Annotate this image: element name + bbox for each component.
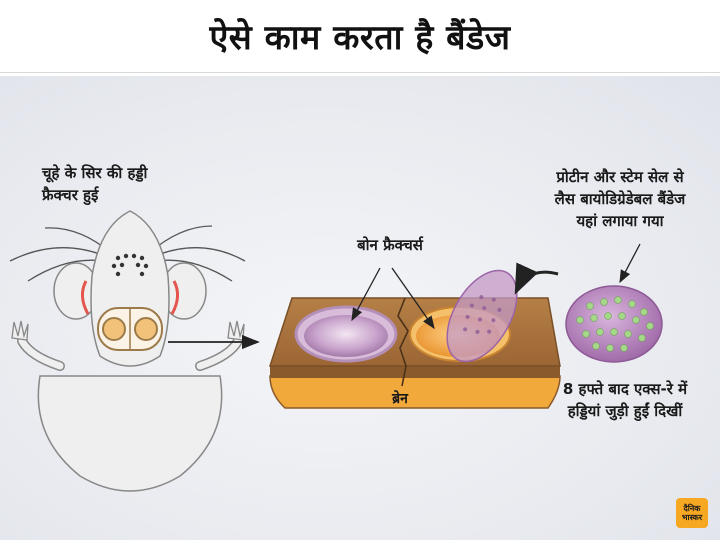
bandage-label-line1: प्रोटीन और स्टेम सेल से [556,168,684,186]
skull-section [268,267,561,409]
apply-bandage-arrow [514,262,559,295]
stem-cell-dots [576,296,654,352]
mouse-illustration [9,210,246,492]
result-label: 8 हफ्ते बाद एक्स-रे में हड्डियां जुड़ी ह… [530,378,720,422]
mouse-fracture-label-line2: फ्रैक्चर हुई [42,186,99,204]
mouse-fracture-label-line1: चूहे के सिर की हड्डी [42,164,148,182]
brand-logo-line1: दैनिक [683,504,701,513]
bandage-label-line3: यहां लगाया गया [576,212,664,230]
bandage-closeup [565,243,663,363]
title-bar: ऐसे काम करता है बैंडेज [0,0,720,73]
page-title: ऐसे काम करता है बैंडेज [209,18,511,58]
mouse-skull-fractures [97,307,163,351]
result-label-line1: 8 हफ्ते बाद एक्स-रे में [562,380,688,398]
mouse-fracture-label: चूहे के सिर की हड्डी फ्रैक्चर हुई [42,162,147,206]
bandage-label: प्रोटीन और स्टेम सेल से लैस बायोडिग्रेडे… [520,166,720,232]
diagram-illustration [9,210,663,492]
bandage-label-line2: लैस बायोडिग्रेडेबल बैंडेज [554,190,686,208]
result-label-line2: हड्डियां जुड़ी हुईं दिखीं [567,402,683,420]
nose-dots [111,253,149,277]
brand-logo: दैनिक भास्कर [676,498,708,528]
brain-label: ब्रेन [392,391,408,407]
brand-logo-line2: भास्कर [681,513,703,522]
bone-fractures-label: बोन फ्रैक्चर्स [357,236,423,254]
